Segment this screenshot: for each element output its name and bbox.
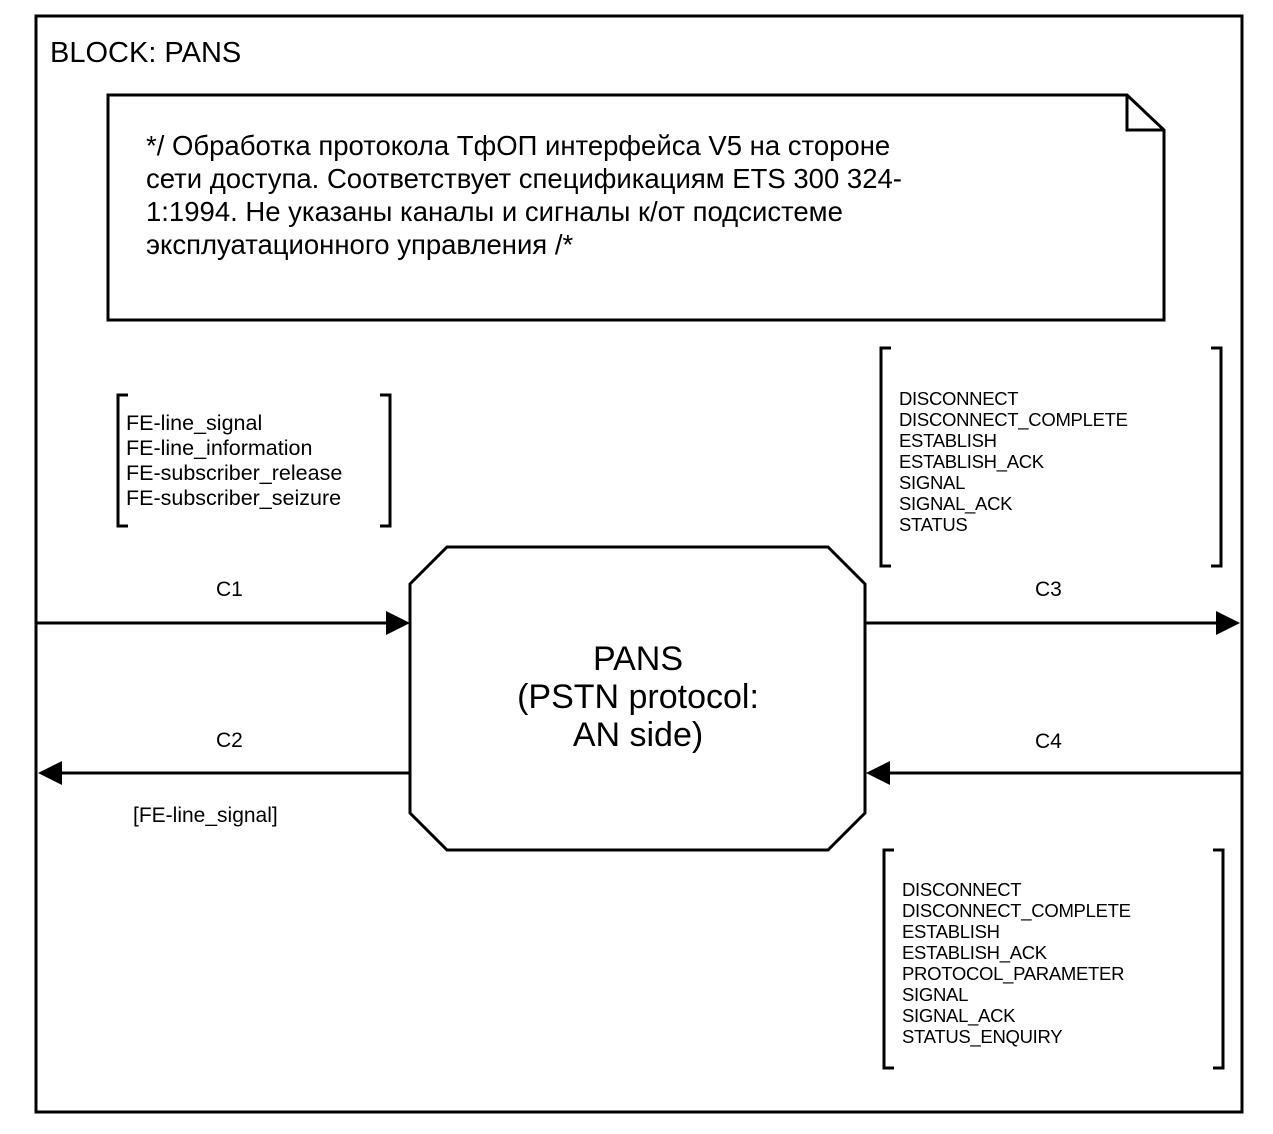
channel-c2-label: C2: [216, 729, 243, 752]
comment-text: */ Обработка протокола ТфОП интерфейса V…: [146, 130, 902, 260]
channel-c3-arrowhead: [1216, 611, 1240, 635]
comment-fold: [1125, 95, 1164, 132]
channel-c2-signal-list: [FE-line_signal]: [133, 804, 278, 827]
channel-c1-arrowhead: [386, 611, 410, 635]
block-title: BLOCK: PANS: [50, 37, 242, 69]
comment-box: [106, 93, 1166, 322]
channel-c4-signal-list: DISCONNECT DISCONNECT_COMPLETE ESTABLISH…: [902, 879, 1131, 1047]
bracket-c3-left: [879, 346, 891, 568]
bracket-c1-left: [116, 393, 128, 528]
process-label: PANS (PSTN protocol: AN side): [517, 640, 759, 754]
bracket-c4-left: [882, 848, 894, 1070]
bracket-c1-right: [380, 393, 392, 528]
channel-c4-label: C4: [1035, 730, 1062, 753]
process-pans: [408, 545, 867, 852]
channel-c3-label: C3: [1035, 578, 1062, 601]
bracket-c4-right: [1213, 848, 1225, 1070]
channel-c1-label: C1: [216, 578, 243, 601]
channel-c3-signal-list: DISCONNECT DISCONNECT_COMPLETE ESTABLISH…: [899, 388, 1128, 535]
bracket-c3-right: [1211, 346, 1223, 568]
channel-c1-signal-list: FE-line_signal FE-line_information FE-su…: [126, 411, 343, 510]
block-frame: [34, 14, 1244, 1114]
channel-c4-arrowhead: [866, 761, 890, 785]
channel-c2-arrowhead: [38, 761, 62, 785]
